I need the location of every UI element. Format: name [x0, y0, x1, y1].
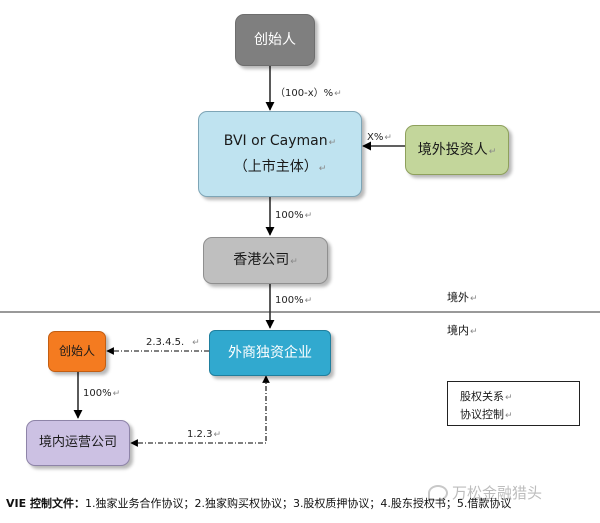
node-founder-top-label: 创始人 [254, 31, 296, 48]
node-bvi-line1: BVI or Cayman↵ [223, 132, 337, 149]
region-label-offshore: 境外↵ [447, 291, 478, 304]
node-domestic-company: 境内运营公司 [26, 420, 130, 466]
node-domestic-company-label: 境内运营公司 [38, 435, 117, 451]
node-hk-company: 香港公司↵ [203, 237, 328, 284]
label-bvi-to-hk: 100%↵ [275, 210, 313, 221]
node-founder-top: 创始人 [235, 14, 315, 66]
region-label-onshore: 境内↵ [447, 324, 478, 337]
label-wfoe-to-founder: 2.3.4.5.↵ [146, 337, 200, 348]
watermark-text: 万松金融猎头 [452, 484, 543, 502]
edge-wfoe-to-company [130, 375, 270, 447]
node-wfoe-label: 外商独资企业 [228, 344, 312, 361]
legend-equity-label: 股权关系↵ [460, 390, 513, 403]
node-bvi-line2: （上市主体）↵ [233, 158, 327, 175]
legend-agreement-label: 协议控制↵ [460, 408, 513, 421]
label-investor-to-bvi: X%↵ [367, 132, 392, 143]
node-founder-domestic-label: 创始人 [58, 344, 95, 359]
label-founder-to-bvi: （100-x）%↵ [275, 88, 342, 99]
watermark: 万松金融猎头 [428, 482, 542, 503]
chat-bubble-icon [428, 484, 448, 501]
node-bvi-cayman: BVI or Cayman↵ （上市主体）↵ [198, 111, 362, 197]
footer-text: 1.独家业务合作协议；2.独家购买权协议；3.股权质押协议；4.股东授权书；5.… [84, 497, 512, 510]
footer-vie-documents: VIE 控制文件：1.独家业务合作协议；2.独家购买权协议；3.股权质押协议；4… [6, 495, 511, 511]
node-foreign-investor: 境外投资人↵ [405, 125, 509, 175]
node-foreign-investor-label: 境外投资人↵ [417, 141, 497, 158]
legend: 股权关系↵ 协议控制↵ [447, 381, 580, 426]
label-wfoe-to-company: 1.2.3↵ [187, 429, 221, 440]
node-wfoe: 外商独资企业 [209, 330, 331, 376]
label-hk-to-wfoe: 100%↵ [275, 295, 313, 306]
label-founder-to-company: 100%↵ [83, 388, 121, 399]
footer-prefix: VIE 控制文件： [6, 497, 85, 510]
node-founder-domestic: 创始人 [48, 331, 106, 372]
node-hk-company-label: 香港公司↵ [233, 252, 298, 269]
